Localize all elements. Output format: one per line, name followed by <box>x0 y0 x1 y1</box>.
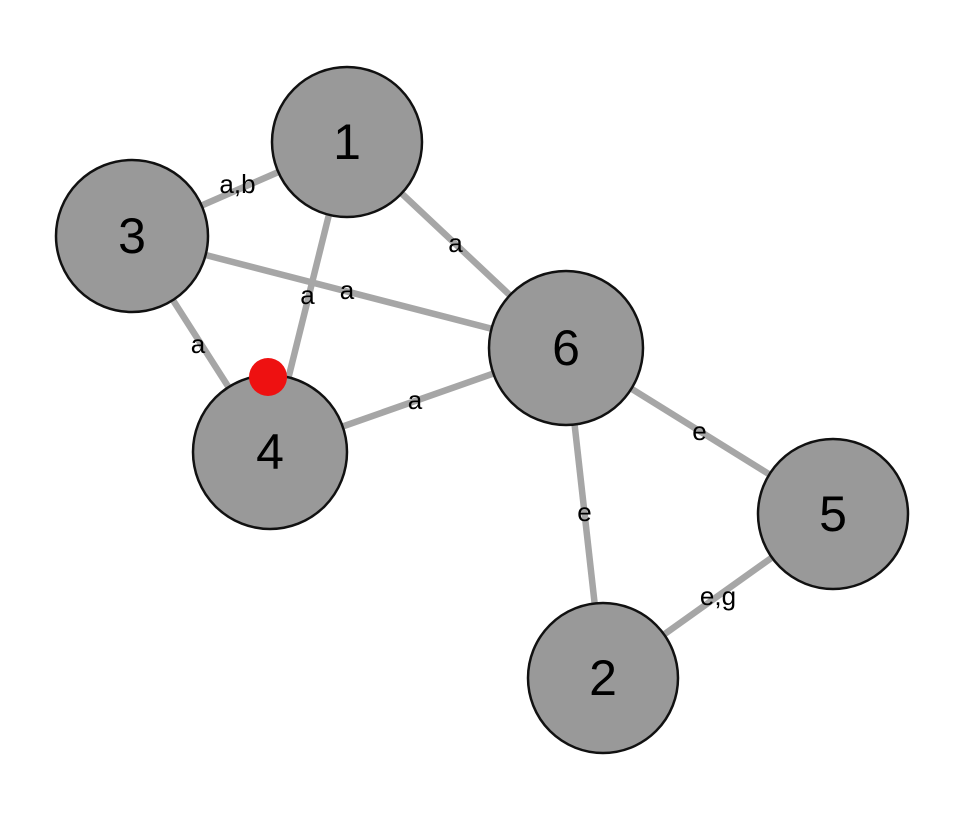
node-4-circle[interactable] <box>191 373 349 531</box>
node-5[interactable]: 5 <box>756 437 910 591</box>
node-1[interactable]: 1 <box>270 65 424 219</box>
node-1-circle[interactable] <box>270 65 424 219</box>
node-3-circle[interactable] <box>54 158 210 314</box>
node-2-circle[interactable] <box>526 601 680 755</box>
edge-label-6-5: e <box>692 416 706 446</box>
edge-label-4-6: a <box>408 385 423 415</box>
edge-label-3-6: a <box>340 275 355 305</box>
edge-label-1-6: a <box>448 228 463 258</box>
node-2[interactable]: 2 <box>526 601 680 755</box>
edge-label-1-4: a <box>300 280 315 310</box>
node-3[interactable]: 3 <box>54 158 210 314</box>
edge-label-3-1: a,b <box>219 169 255 199</box>
edge-label-3-4: a <box>191 329 206 359</box>
node-5-circle[interactable] <box>756 437 910 591</box>
node-4[interactable]: 4 <box>191 373 349 531</box>
red-marker-dot <box>249 358 287 396</box>
edge-label-6-2: e <box>577 497 591 527</box>
node-6-circle[interactable] <box>487 269 645 427</box>
edge-label-2-5: e,g <box>700 581 736 611</box>
node-6[interactable]: 6 <box>487 269 645 427</box>
